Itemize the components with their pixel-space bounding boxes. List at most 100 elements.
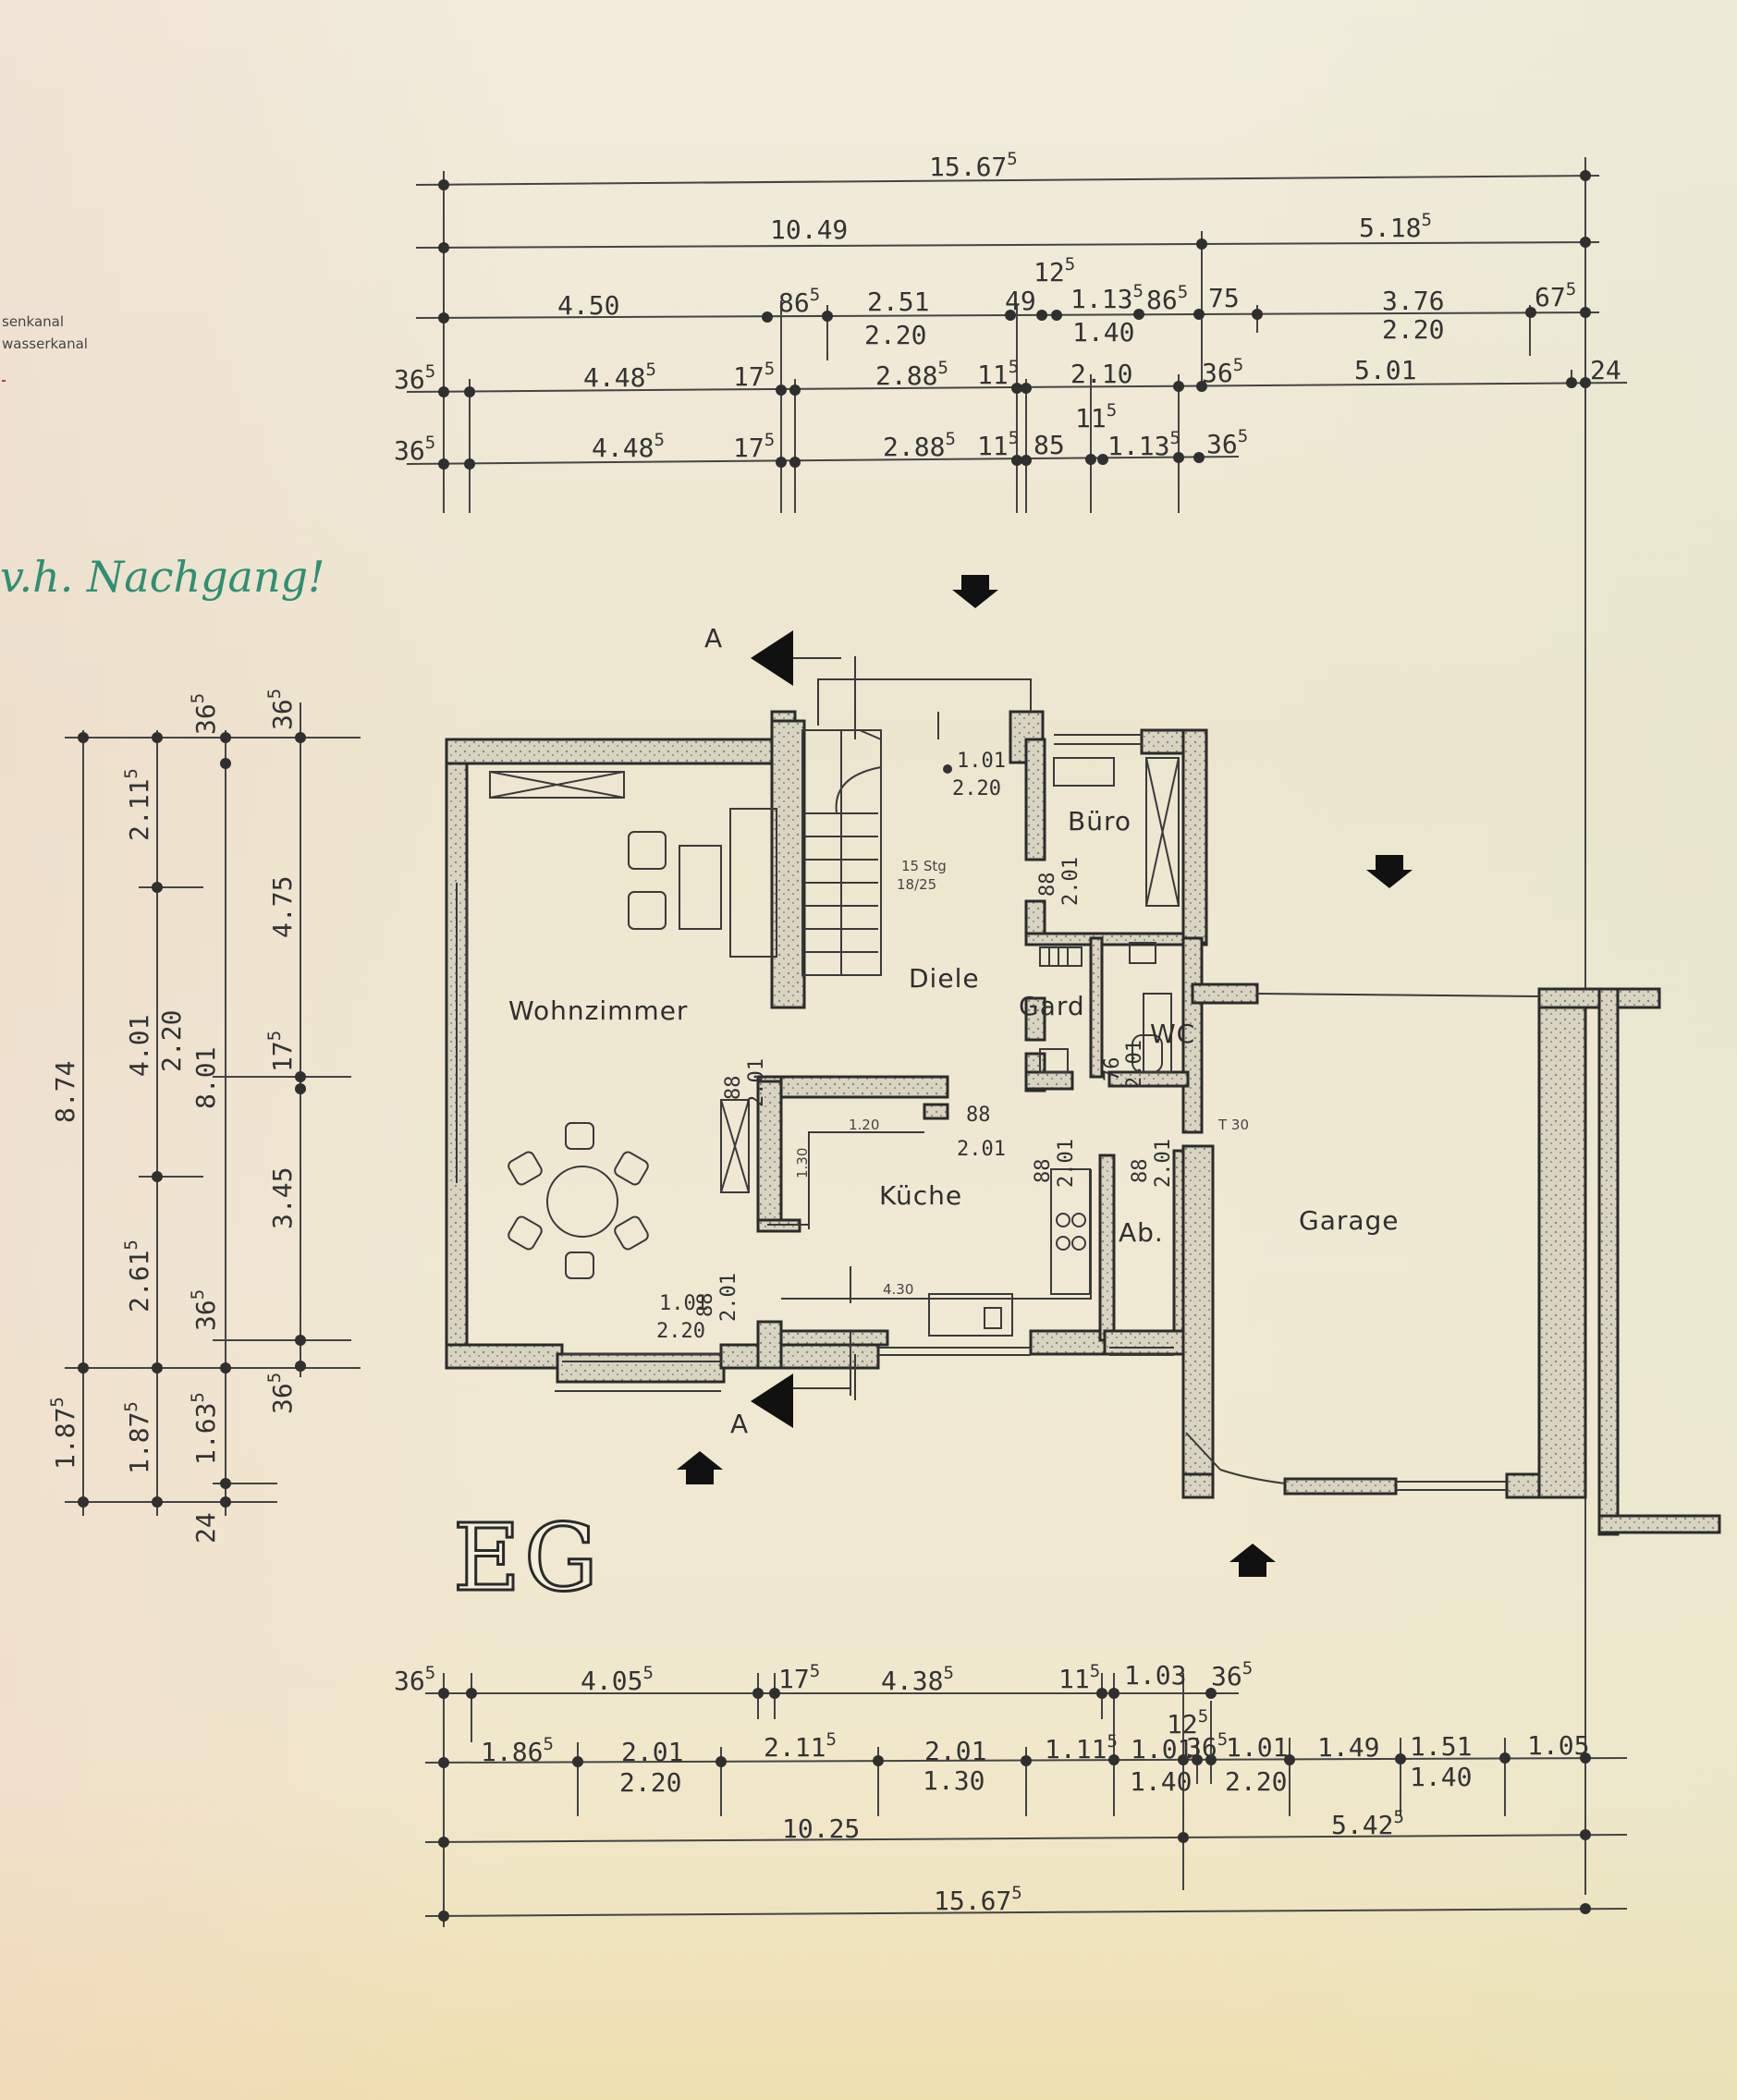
room-buero: Büro <box>1068 806 1131 836</box>
room-ab: Ab. <box>1119 1217 1164 1248</box>
dimension-ticks <box>78 170 1591 1922</box>
room-garage: Garage <box>1299 1205 1400 1236</box>
entry-door-height: 2.20 <box>656 1320 705 1343</box>
dimension-label: 2.615 <box>121 1239 154 1312</box>
wohn-door-width: 88 <box>722 1076 745 1101</box>
kueche-door-width: 88 <box>966 1104 991 1127</box>
stair-ratio: 18/25 <box>897 876 936 893</box>
dimension-label: 115 <box>977 428 1019 461</box>
dimension-label: 365 <box>1211 1658 1253 1691</box>
dimension-label: 865 <box>1146 282 1188 315</box>
entry-door-width: 1.01 <box>659 1292 708 1315</box>
dimension-label: 2.20 <box>619 1767 681 1798</box>
dimension-label: 175 <box>733 430 775 463</box>
dimension-label: 4.385 <box>881 1663 954 1696</box>
dimension-label: 125 <box>1034 254 1075 287</box>
dimension-label: 1.40 <box>1072 317 1134 348</box>
plan-label: EG <box>453 1504 602 1612</box>
dimension-label: 365 <box>1202 355 1243 388</box>
buero-door-height: 2.01 <box>1059 857 1083 906</box>
interior-lines <box>456 656 1540 1491</box>
dimension-label: 3.76 <box>1382 286 1444 316</box>
dimension-label: 24 <box>1590 355 1621 385</box>
dimension-label: 4.485 <box>583 360 656 393</box>
kueche-dim-120: 1.20 <box>849 1117 879 1133</box>
dimension-label: 4.50 <box>557 290 619 321</box>
walls <box>445 710 1721 1536</box>
kueche-dim-430: 4.30 <box>883 1281 913 1298</box>
room-kueche: Küche <box>879 1180 962 1211</box>
garage-t30: T 30 <box>1217 1117 1249 1133</box>
gard-door-height: 2.01 <box>1123 1040 1146 1089</box>
dimension-label: 1.865 <box>481 1734 554 1767</box>
buero-door-width: 88 <box>1036 873 1059 897</box>
gard-door-width: 76 <box>1101 1057 1124 1082</box>
dimension-label: 365 <box>188 693 221 735</box>
dimension-label: 15.675 <box>934 1883 1022 1916</box>
dimension-label: 3.45 <box>267 1167 298 1229</box>
dimension-label: 1.135 <box>1107 428 1180 461</box>
dimension-lines <box>65 157 1628 1927</box>
dimension-label: 5.185 <box>1359 210 1432 243</box>
dimension-label: 10.49 <box>770 214 848 245</box>
dimension-label: 115 <box>1058 1661 1100 1694</box>
diele-door-height: 2.20 <box>952 777 1001 800</box>
dimension-label: 2.51 <box>867 287 929 317</box>
wohn-door2-width: 88 <box>694 1293 717 1318</box>
dimension-label: 15.675 <box>929 149 1018 182</box>
dimension-label: 4.01 <box>124 1015 154 1077</box>
dimension-label: 1.05 <box>1527 1730 1589 1761</box>
dimension-label: 2.20 <box>1225 1766 1287 1797</box>
dimension-label: 1.01 <box>1131 1734 1193 1764</box>
section-marker-top: A <box>704 623 723 653</box>
dimension-label: 1.51 <box>1410 1731 1472 1762</box>
section-arrows <box>751 630 793 1428</box>
dimension-label: 175 <box>264 1031 298 1072</box>
dimension-label: 5.01 <box>1354 355 1416 385</box>
dimension-label: 4.055 <box>581 1663 654 1696</box>
dimension-label: 1.115 <box>1045 1731 1118 1764</box>
dimension-label: 24 <box>190 1512 221 1544</box>
kueche-dim-130: 1.30 <box>794 1148 811 1178</box>
ab-door1-width: 88 <box>1032 1159 1055 1184</box>
dimension-label: 675 <box>1535 279 1576 312</box>
dimension-label: 2.115 <box>121 768 154 841</box>
dimension-label: 1.40 <box>1130 1766 1192 1797</box>
dimension-label: 365 <box>394 1663 435 1696</box>
dimension-label: 5.425 <box>1331 1807 1404 1840</box>
handwritten-note: v.h. Nachgang! <box>0 552 325 602</box>
door-dimensions: 1.01 2.20 88 2.01 88 2.01 76 2.01 88 2.0… <box>656 750 1249 1343</box>
dimension-label: 85 <box>1034 430 1065 460</box>
dimension-label: 365 <box>264 1373 298 1414</box>
dimension-label: 2.115 <box>764 1729 837 1763</box>
dimension-label: 175 <box>733 359 775 392</box>
dimension-label: 10.25 <box>782 1813 860 1844</box>
dimension-label: 175 <box>778 1661 820 1694</box>
dimension-label: 115 <box>1075 400 1117 433</box>
dimension-label: 8.74 <box>50 1061 80 1123</box>
dimension-label: 365 <box>264 689 298 730</box>
dimension-label: 49 <box>1005 286 1036 316</box>
dimension-label: 2.20 <box>864 320 926 350</box>
dimension-label: 4.75 <box>267 876 298 938</box>
section-marker-bottom: A <box>730 1409 749 1439</box>
dimension-label: 865 <box>778 285 820 318</box>
stair-steps: 15 Stg <box>901 858 947 874</box>
dimension-label: 365 <box>188 1289 221 1331</box>
dimension-label: 1.01 <box>1226 1732 1288 1763</box>
legend-line-1: senkanal <box>2 313 64 330</box>
dimension-label: 1.635 <box>188 1392 221 1465</box>
dimension-label: 2.20 <box>1382 314 1444 345</box>
legend-line-2: wasserkanal <box>2 336 88 352</box>
dimension-label: 1.875 <box>121 1401 154 1474</box>
stair-note: 15 Stg 18/25 <box>897 858 947 893</box>
ab-door2-width: 88 <box>1129 1159 1152 1184</box>
dimension-label: 8.01 <box>190 1047 221 1109</box>
dimension-label: 1.03 <box>1124 1660 1186 1691</box>
dimension-label: 2.20 <box>156 1010 187 1072</box>
kueche-door-height: 2.01 <box>957 1138 1006 1161</box>
dimension-label: 365 <box>394 361 435 395</box>
dimension-label: 2.885 <box>883 429 956 462</box>
